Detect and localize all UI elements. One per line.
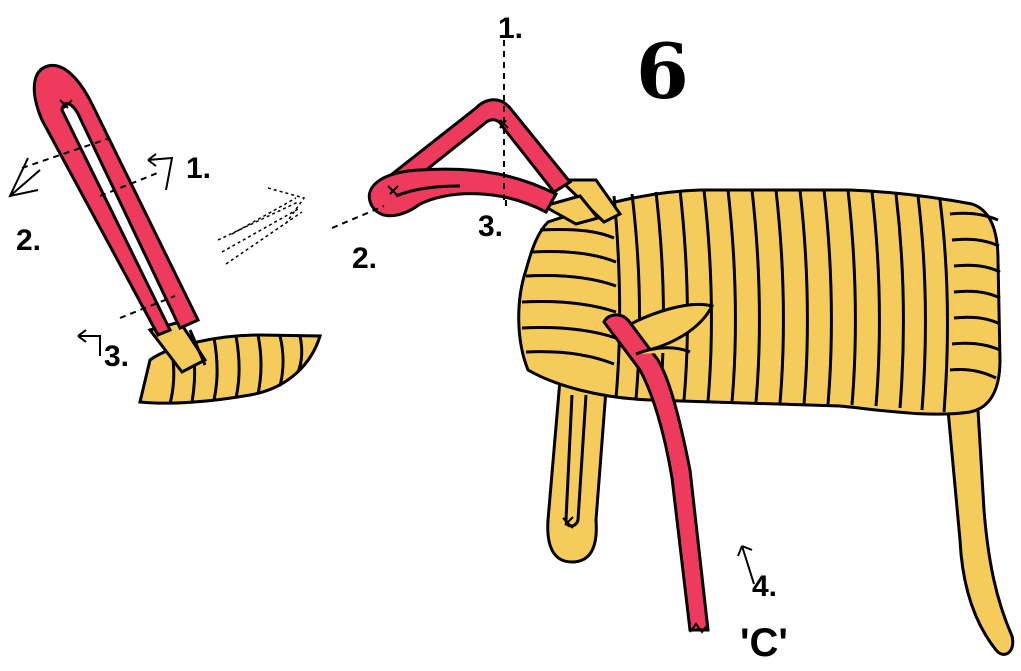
left-label-2: 2.: [16, 224, 41, 257]
right-label-1: 1.: [498, 12, 523, 45]
motion-arrow: [218, 188, 304, 264]
left-label-3: 3.: [104, 340, 129, 373]
right-label-3: 3.: [478, 210, 503, 243]
left-bight-red: [34, 65, 198, 335]
left-arrow-one: [148, 154, 172, 190]
left-arrow-three: [78, 330, 100, 356]
right-label-2: 2.: [352, 242, 377, 275]
end-label-c: 'C': [740, 621, 788, 665]
hanging-loop: [548, 380, 606, 562]
step-number: 6: [636, 27, 689, 116]
right-label-4: 4.: [752, 570, 777, 603]
left-figure: 1. 2. 3.: [10, 65, 320, 404]
right-tail: [948, 410, 1013, 654]
left-label-1: 1.: [186, 152, 211, 185]
bight-lower-red: [369, 169, 556, 216]
